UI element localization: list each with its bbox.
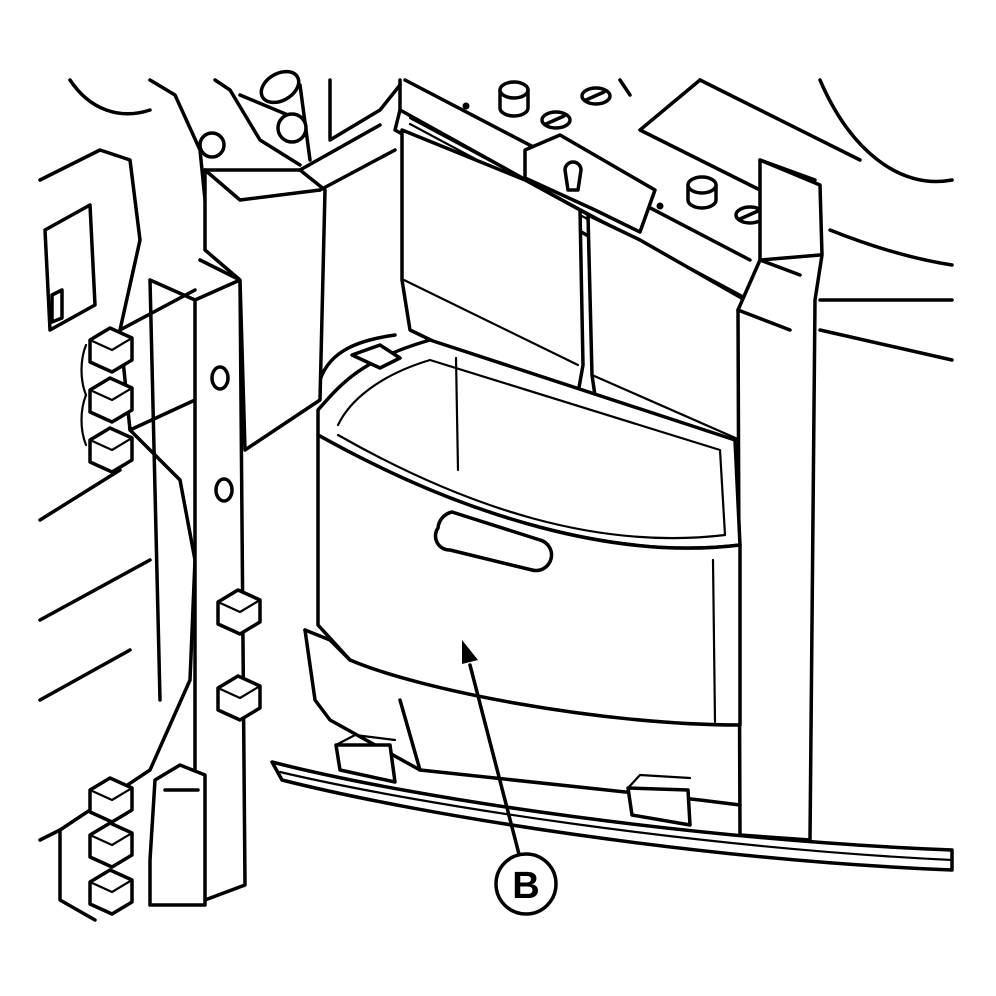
left-bolt-stack-upper: [80, 326, 134, 474]
callout-leader-line: [468, 663, 522, 860]
battery-insulator-flaps: [400, 128, 747, 494]
callout-label: B: [512, 865, 539, 907]
callout-circle: [494, 852, 558, 916]
bottom-rail: [270, 760, 954, 872]
engine-upper-detail: [68, 69, 954, 362]
left-engine-block: [38, 148, 197, 842]
battery-tray: [316, 333, 742, 727]
tray-base: [303, 628, 742, 827]
callout-arrowhead: [462, 640, 478, 664]
left-mounting-bracket: [148, 123, 397, 907]
left-bolt-stack-lower: [58, 776, 134, 922]
right-support-bracket: [736, 158, 824, 842]
callout-b: B: [462, 640, 558, 916]
